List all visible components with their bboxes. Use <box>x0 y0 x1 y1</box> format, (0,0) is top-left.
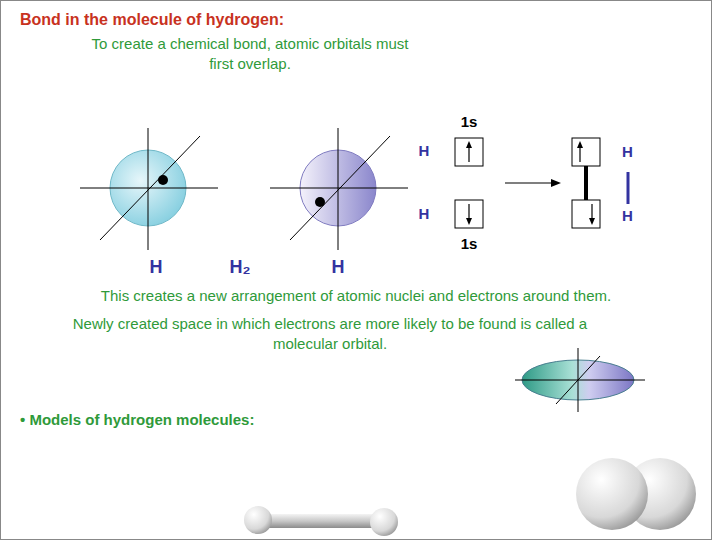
stick-bond <box>262 514 380 528</box>
molecule-formula: H₂ <box>220 256 260 279</box>
orbital-box <box>572 138 600 228</box>
reaction-arrow <box>505 182 553 183</box>
spin-arrow <box>468 144 469 222</box>
atom-symbol: H <box>622 142 642 162</box>
diagram-title: Bond in the molecule of hydrogen: <box>20 10 284 31</box>
atom-symbol: H <box>414 204 434 224</box>
atom-sphere <box>576 458 648 530</box>
orbital-label: 1s <box>454 112 484 132</box>
atom-symbol: H <box>141 256 171 279</box>
intro-text: To create a chemical bond, atomic orbita… <box>80 34 420 73</box>
bond-line <box>584 166 588 200</box>
atom-ball <box>370 508 398 536</box>
axes <box>270 128 408 250</box>
electron <box>315 197 325 207</box>
spin-arrowhead <box>577 141 583 148</box>
spin-arrowhead <box>466 141 472 148</box>
section-heading: • Models of hydrogen molecules: <box>20 410 340 430</box>
orbital-box <box>455 138 483 228</box>
bond-line <box>627 172 630 204</box>
axes <box>515 348 645 412</box>
axes <box>80 128 218 250</box>
spin-arrowhead <box>589 218 595 225</box>
orbital-label: 1s <box>454 234 484 254</box>
atom-ball <box>244 506 272 534</box>
reaction-arrowhead <box>551 179 561 187</box>
spin-arrow <box>580 144 592 222</box>
explanation-text: This creates a new arrangement of atomic… <box>11 286 701 306</box>
atom-symbol: H <box>323 256 353 279</box>
electron <box>158 175 168 185</box>
atom-symbol: H <box>622 206 642 226</box>
atom-symbol: H <box>414 141 434 161</box>
definition-text: Newly created space in which electrons a… <box>70 314 590 353</box>
spin-arrowhead <box>466 218 472 225</box>
